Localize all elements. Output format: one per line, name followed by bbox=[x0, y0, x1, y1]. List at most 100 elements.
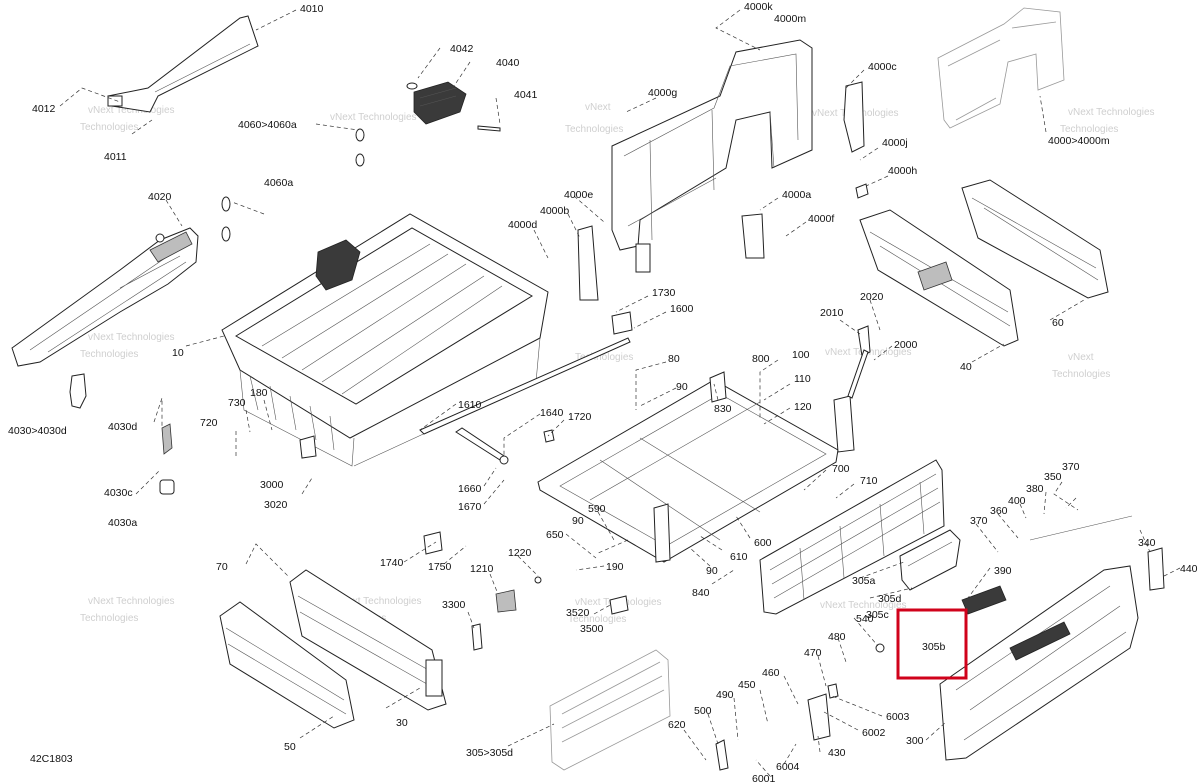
callout-1610: 1610 bbox=[458, 399, 482, 411]
callout-360: 360 bbox=[990, 505, 1008, 517]
part-50-side-panel bbox=[219, 601, 355, 729]
callout-3000: 3000 bbox=[260, 479, 284, 491]
callout-40: 40 bbox=[960, 361, 972, 373]
callout-2020: 2020 bbox=[860, 291, 884, 303]
callout-380: 380 bbox=[1026, 483, 1044, 495]
callout-3520: 3520 bbox=[566, 607, 590, 619]
callout-1600: 1600 bbox=[670, 303, 694, 315]
callout-180: 180 bbox=[250, 387, 268, 399]
part-10-cargo-box bbox=[221, 213, 549, 467]
callout-1730: 1730 bbox=[652, 287, 676, 299]
callout-370: 370 bbox=[1062, 461, 1080, 473]
callout-2010: 2010 bbox=[820, 307, 844, 319]
callout-4011: 4011 bbox=[104, 151, 127, 163]
watermark: vNext Technologies bbox=[1068, 107, 1155, 118]
watermark: Technologies bbox=[575, 352, 633, 363]
callout-110: 110 bbox=[794, 373, 811, 385]
callout-6004: 6004 bbox=[776, 761, 800, 773]
callout-4030c: 4030c bbox=[104, 487, 133, 499]
callout-4041: 4041 bbox=[514, 89, 538, 101]
part-4040-hinge bbox=[406, 81, 501, 132]
callout-4000d: 4000d bbox=[508, 219, 537, 231]
callout-70: 70 bbox=[216, 561, 228, 573]
callout-1210: 1210 bbox=[470, 563, 494, 575]
callout-370: 370 bbox=[970, 515, 988, 527]
callout-1640: 1640 bbox=[540, 407, 564, 419]
callout-6001: 6001 bbox=[752, 773, 776, 784]
callout-730: 730 bbox=[228, 397, 246, 409]
callout-4000e: 4000e bbox=[564, 189, 593, 201]
callout-4000g: 4000g bbox=[648, 87, 677, 99]
watermark: vNext Technologies bbox=[88, 596, 175, 607]
callout-4012: 4012 bbox=[32, 103, 56, 115]
callout-4020: 4020 bbox=[148, 191, 172, 203]
callout-490: 490 bbox=[716, 689, 734, 701]
part-30-side-panel bbox=[289, 569, 447, 711]
callout-80: 80 bbox=[668, 353, 680, 365]
callout-60: 60 bbox=[1052, 317, 1064, 329]
callout-340: 340 bbox=[1138, 537, 1156, 549]
part-1610-rod bbox=[419, 311, 633, 465]
callout-610: 610 bbox=[730, 551, 748, 563]
watermark: Technologies bbox=[565, 124, 623, 135]
watermark: Technologies bbox=[80, 349, 138, 360]
callout-10: 10 bbox=[172, 347, 184, 359]
parts bbox=[11, 7, 1165, 771]
part-4000-brackets bbox=[577, 81, 869, 301]
callout-4000c: 4000c bbox=[868, 61, 897, 73]
watermark: Technologies bbox=[568, 614, 626, 625]
watermark: Technologies bbox=[80, 613, 138, 624]
watermark: vNext Technologies bbox=[335, 596, 422, 607]
callout-720: 720 bbox=[200, 417, 218, 429]
callout-4000k: 4000k bbox=[744, 1, 773, 13]
part-4060-rings bbox=[221, 128, 365, 242]
callout-540: 540 bbox=[856, 613, 874, 625]
callout-590: 590 bbox=[588, 503, 606, 515]
callout-710: 710 bbox=[860, 475, 878, 487]
callout-470: 470 bbox=[804, 647, 822, 659]
callout-1660: 1660 bbox=[458, 483, 482, 495]
callout-305d: 305d bbox=[878, 593, 902, 605]
callout-300: 300 bbox=[906, 735, 924, 747]
part-300-tailgate-outer bbox=[939, 547, 1165, 761]
callout-1720: 1720 bbox=[568, 411, 592, 423]
callout-90: 90 bbox=[572, 515, 584, 527]
callout-620: 620 bbox=[668, 719, 686, 731]
callout-305c: 305c bbox=[866, 609, 889, 621]
callout-6003: 6003 bbox=[886, 711, 910, 723]
callout-1220: 1220 bbox=[508, 547, 532, 559]
part-430-bracket bbox=[715, 683, 839, 771]
callout-350: 350 bbox=[1044, 471, 1062, 483]
callout-700: 700 bbox=[832, 463, 850, 475]
callout-labels: 4010 4012 4011 4042 4040 4041 4060>4060a… bbox=[8, 1, 1198, 784]
callout-1750: 1750 bbox=[428, 561, 452, 573]
part-4030-brackets bbox=[69, 373, 175, 495]
part-700-tailgate-inner bbox=[759, 459, 945, 615]
callout-6002: 6002 bbox=[862, 727, 886, 739]
part-305-latch bbox=[899, 515, 1133, 615]
callout-90: 90 bbox=[706, 565, 718, 577]
callout-480: 480 bbox=[828, 631, 846, 643]
part-4020-side-rail bbox=[11, 227, 199, 367]
callout-450: 450 bbox=[738, 679, 756, 691]
callout-500: 500 bbox=[694, 705, 712, 717]
part-60-side-panel bbox=[961, 179, 1109, 299]
watermark: Technologies bbox=[1052, 369, 1110, 380]
watermark: vNext Technologies bbox=[88, 105, 175, 116]
callout-90: 90 bbox=[676, 381, 688, 393]
callout-800: 800 bbox=[752, 353, 770, 365]
part-2010-strut bbox=[847, 325, 871, 399]
leader-lines bbox=[59, 9, 1181, 777]
callout-4000a: 4000a bbox=[782, 189, 811, 201]
watermark: Technologies bbox=[80, 122, 138, 133]
callout-30: 30 bbox=[396, 717, 408, 729]
callout-2000: 2000 bbox=[894, 339, 918, 351]
highlight-box-305b bbox=[896, 608, 968, 680]
callout-440: 440 bbox=[1180, 563, 1198, 575]
callout-3300: 3300 bbox=[442, 599, 466, 611]
callout-3500: 3500 bbox=[580, 623, 604, 635]
callout-4042: 4042 bbox=[450, 43, 474, 55]
part-4010-rail bbox=[107, 15, 259, 113]
callout-4030d: 4030d bbox=[108, 421, 137, 433]
